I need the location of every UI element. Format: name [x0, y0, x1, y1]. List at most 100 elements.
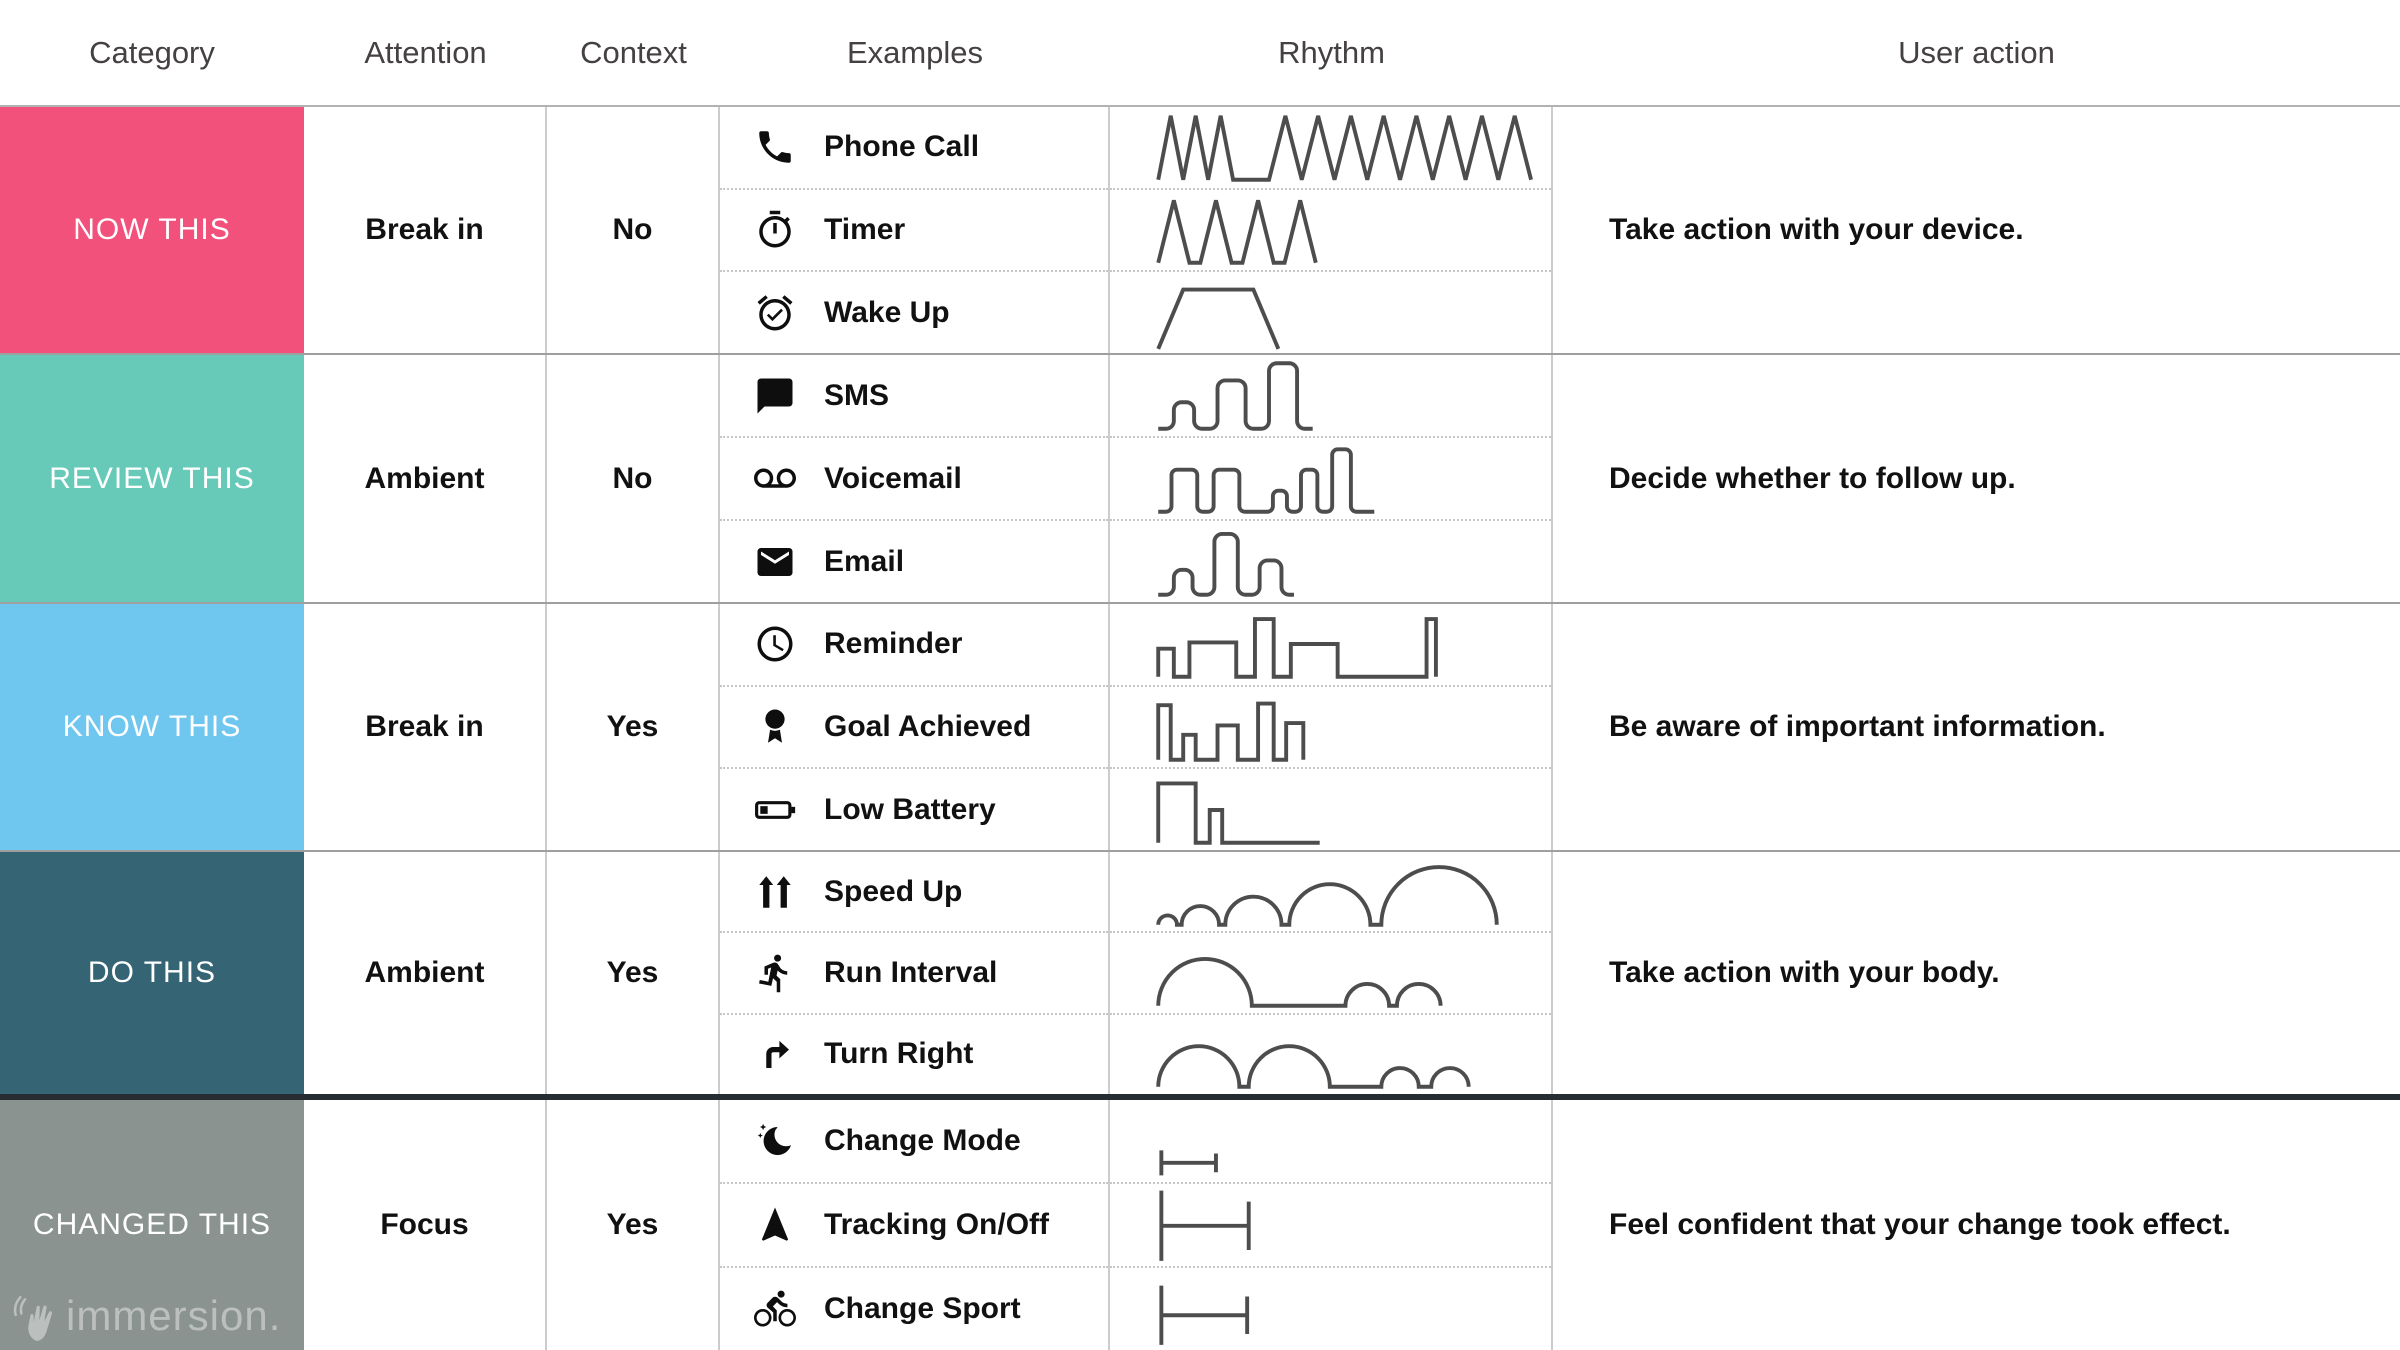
examples-cell: Speed Up Run Interval Turn Right: [720, 852, 1110, 1094]
context-cell: Yes: [547, 604, 720, 850]
user-action-cell: Feel confident that your change took eff…: [1609, 1208, 2231, 1241]
rhythm-row: [1110, 521, 1551, 602]
rhythm-row: [1110, 769, 1551, 850]
category-cell: REVIEW THIS: [0, 355, 304, 602]
rhythm-waveform: [1158, 446, 1375, 514]
context-cell: No: [547, 355, 720, 602]
category-cell: NOW THIS: [0, 107, 304, 353]
column-header-rhythm: Rhythm: [1278, 34, 1385, 70]
runner-icon: [752, 950, 798, 996]
example-label: Goal Achieved: [824, 710, 1032, 743]
rhythm-row: [1110, 272, 1551, 353]
stopwatch-icon: [752, 207, 798, 253]
user-action-cell: Take action with your device.: [1609, 213, 2024, 246]
phone-icon: [752, 124, 798, 170]
turn-right-icon: [752, 1031, 798, 1077]
category-label: NOW THIS: [73, 213, 231, 246]
example-row: Phone Call: [720, 107, 1108, 190]
attention-cell: Ambient: [304, 355, 547, 602]
rhythm-row: [1110, 1268, 1551, 1350]
example-label: Run Interval: [824, 955, 998, 989]
example-label: Turn Right: [824, 1037, 974, 1071]
rhythm-waveform: [1156, 781, 1320, 845]
example-row: Wake Up: [720, 272, 1108, 353]
rhythm-cell: [1110, 852, 1553, 1094]
user-action-cell: Be aware of important information.: [1609, 710, 2106, 743]
context-cell: No: [547, 107, 720, 353]
example-row: Change Sport: [720, 1268, 1108, 1350]
rhythm-row: [1110, 355, 1551, 438]
email-icon: [752, 539, 798, 585]
attention-cell: Focus: [304, 1100, 547, 1350]
rhythm-row: [1110, 604, 1551, 687]
rhythm-row: [1110, 852, 1551, 934]
double-up-arrow-icon: [752, 869, 798, 915]
example-row: Turn Right: [720, 1015, 1108, 1094]
user-action-cell: Decide whether to follow up.: [1609, 461, 2016, 495]
examples-cell: Change Mode Tracking On/Off Change Sport: [720, 1100, 1110, 1350]
immersion-brand-text: immersion.: [66, 1292, 282, 1339]
rhythm-waveform: [1159, 1285, 1250, 1345]
context-cell: Yes: [547, 1100, 720, 1350]
clock-icon: [752, 621, 798, 667]
column-header-category: Category: [89, 34, 215, 70]
example-row: Reminder: [720, 604, 1108, 687]
alarm-clock-icon: [752, 290, 798, 336]
category-label: CHANGED THIS: [32, 1208, 272, 1241]
category-cell: DO THIS: [0, 852, 304, 1094]
attention-cell: Ambient: [304, 852, 547, 1094]
example-label: Low Battery: [824, 792, 996, 826]
rhythm-waveform: [1156, 1044, 1471, 1090]
example-label: Voicemail: [824, 461, 962, 495]
example-row: Timer: [720, 190, 1108, 273]
user-action-cell: Take action with your body.: [1609, 956, 2000, 989]
rhythm-waveform: [1156, 199, 1318, 265]
rhythm-waveform: [1158, 360, 1313, 431]
medal-icon: [752, 704, 798, 750]
category-label: DO THIS: [87, 956, 217, 989]
category-label: KNOW THIS: [62, 710, 242, 743]
examples-cell: SMS Voicemail Email: [720, 355, 1110, 602]
column-header-attention: Attention: [364, 34, 487, 70]
example-label: Wake Up: [824, 295, 950, 329]
example-row: Email: [720, 521, 1108, 602]
example-row: Speed Up: [720, 852, 1108, 934]
sms-bubble-icon: [752, 373, 798, 419]
immersion-watermark: immersion.: [12, 1288, 281, 1344]
navigation-arrow-icon: [752, 1202, 798, 1248]
rhythm-row: [1110, 190, 1551, 273]
row-group-review-this: REVIEW THIS Ambient No SMS Voicemail: [0, 355, 2400, 604]
row-group-now-this: NOW THIS Break in No Phone Call Timer: [0, 107, 2400, 355]
row-group-do-this: DO THIS Ambient Yes Speed Up Run Interva…: [0, 852, 2400, 1100]
rhythm-row: [1110, 107, 1551, 190]
rhythm-waveform: [1156, 287, 1281, 350]
category-cell: CHANGED THIS: [0, 1100, 304, 1350]
rhythm-row: [1110, 1184, 1551, 1268]
example-row: Run Interval: [720, 933, 1108, 1015]
rhythm-row: [1110, 687, 1551, 770]
table-header: Category Attention Context Examples Rhyt…: [0, 0, 2400, 107]
rhythm-waveform: [1159, 1150, 1218, 1176]
battery-low-icon: [752, 787, 798, 833]
rhythm-waveform: [1156, 617, 1438, 680]
category-cell: KNOW THIS: [0, 604, 304, 850]
row-group-know-this: KNOW THIS Break in Yes Reminder Goal Ach…: [0, 604, 2400, 852]
rhythm-row: [1110, 1015, 1551, 1094]
context-cell: Yes: [547, 852, 720, 1094]
night-mode-icon: [752, 1118, 798, 1164]
examples-cell: Reminder Goal Achieved Low Battery: [720, 604, 1110, 850]
example-label: Change Mode: [824, 1124, 1021, 1157]
rhythm-row: [1110, 1100, 1551, 1184]
immersion-hand-logo: [13, 1295, 53, 1342]
example-row: Tracking On/Off: [720, 1184, 1108, 1268]
example-label: SMS: [824, 378, 890, 412]
attention-cell: Break in: [304, 107, 547, 353]
example-row: SMS: [720, 355, 1108, 438]
example-label: Speed Up: [824, 874, 963, 908]
example-label: Phone Call: [824, 130, 980, 164]
rhythm-waveform: [1156, 701, 1306, 762]
rhythm-waveform: [1156, 115, 1533, 183]
example-row: Change Mode: [720, 1100, 1108, 1184]
examples-cell: Phone Call Timer Wake Up: [720, 107, 1110, 353]
